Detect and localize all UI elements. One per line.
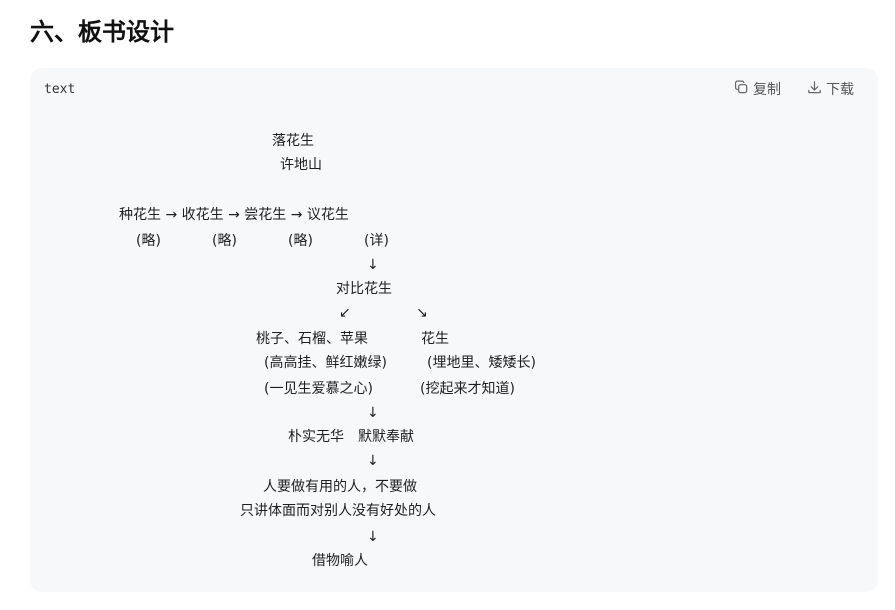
copy-button-label: 复制	[753, 82, 781, 98]
code-line-fruits: 桃子、石榴、苹果	[256, 331, 368, 347]
code-line-note: (略)	[212, 233, 237, 249]
code-line-arrow-down: ↓	[367, 257, 379, 273]
download-button[interactable]: 下载	[807, 79, 854, 99]
copy-icon	[734, 80, 749, 99]
code-line-note: (略)	[136, 233, 161, 249]
code-line-arrow-down: ↓	[367, 453, 379, 469]
code-line-arrow-left: ↙	[339, 305, 351, 321]
code-language-label: text	[44, 82, 76, 97]
code-line-arrow-down: ↓	[367, 529, 379, 545]
code-line-peanut-trait: (埋地里、矮矮长)	[427, 355, 536, 371]
code-line-note: (详)	[364, 233, 389, 249]
download-icon	[807, 80, 822, 99]
code-line-process: 种花生 → 收花生 → 尝花生 → 议花生	[119, 207, 349, 223]
code-line-arrow-down: ↓	[367, 405, 379, 421]
code-line-author: 许地山	[280, 157, 322, 173]
code-line-qualities: 朴实无华 默默奉献	[288, 429, 414, 445]
code-line-lesson-2: 只讲体面而对别人没有好处的人	[240, 503, 436, 519]
code-line-arrow-right: ↘	[416, 305, 428, 321]
code-block: text 复制 下载 落花生 许地山 种花生 → 收花生 → 尝花生 → 议花生…	[30, 68, 878, 592]
code-line-title: 落花生	[272, 133, 314, 149]
code-line-contrast: 对比花生	[336, 281, 392, 297]
code-line-lesson-1: 人要做有用的人，不要做	[263, 479, 417, 495]
code-line-fruit-feeling: (一见生爱慕之心)	[264, 381, 373, 397]
code-line-peanut-feeling: (挖起来才知道)	[420, 381, 515, 397]
section-heading: 六、板书设计	[30, 18, 174, 46]
download-button-label: 下载	[826, 82, 854, 98]
code-line-conclusion: 借物喻人	[312, 553, 368, 569]
copy-button[interactable]: 复制	[734, 79, 781, 99]
code-line-note: (略)	[288, 233, 313, 249]
code-line-fruit-trait: (高高挂、鲜红嫩绿)	[264, 355, 387, 371]
code-line-peanut: 花生	[421, 331, 449, 347]
